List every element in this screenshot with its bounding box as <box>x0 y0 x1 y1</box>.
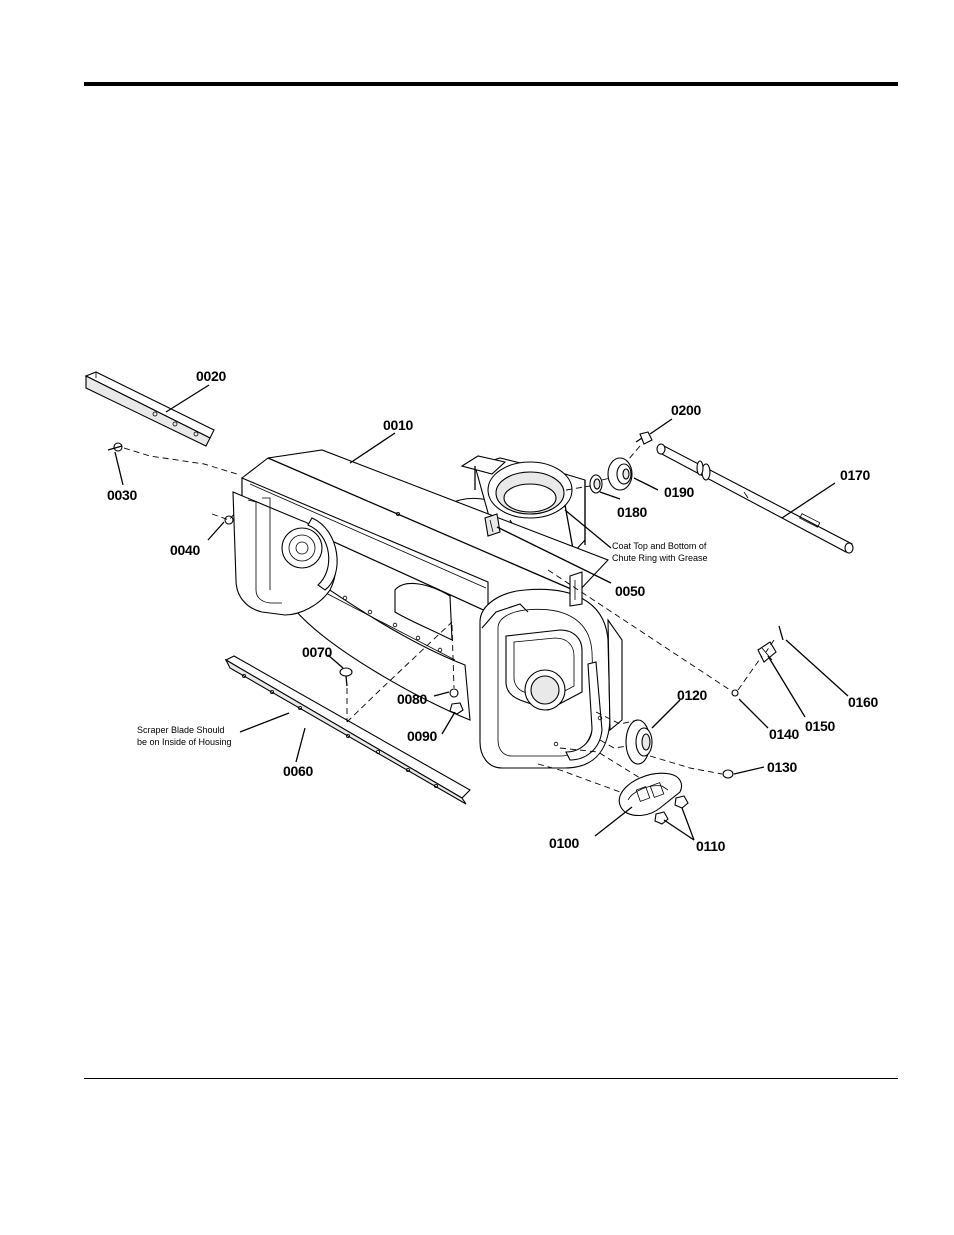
part-0190-flange <box>602 458 632 490</box>
scraper-note-line2: be on Inside of Housing <box>137 737 232 747</box>
label-0130: 0130 <box>767 759 797 775</box>
part-0010-housing <box>233 450 622 768</box>
label-0150: 0150 <box>805 718 835 734</box>
part-0020-strip <box>86 372 214 446</box>
label-0100: 0100 <box>549 835 579 851</box>
label-0160: 0160 <box>848 694 878 710</box>
bottom-rule <box>84 1078 898 1079</box>
label-0180: 0180 <box>617 504 647 520</box>
label-0070: 0070 <box>302 644 332 660</box>
label-0010: 0010 <box>383 417 413 433</box>
grease-note-line2: Chute Ring with Grease <box>612 553 708 563</box>
label-0020: 0020 <box>196 368 226 384</box>
part-0150-keeper <box>738 642 776 690</box>
label-0090: 0090 <box>407 728 437 744</box>
label-0030: 0030 <box>107 487 137 503</box>
part-0030-bolt <box>108 443 237 474</box>
label-0110: 0110 <box>696 838 726 854</box>
label-0190: 0190 <box>664 484 694 500</box>
part-0050-bracket <box>485 514 500 536</box>
grease-note-line1: Coat Top and Bottom of <box>612 541 707 551</box>
label-0120: 0120 <box>677 687 707 703</box>
label-0080: 0080 <box>397 691 427 707</box>
part-0200-bolt <box>628 432 652 460</box>
label-0140: 0140 <box>769 726 799 742</box>
label-0170: 0170 <box>840 467 870 483</box>
label-0060: 0060 <box>283 763 313 779</box>
scraper-note-line1: Scraper Blade Should <box>137 725 225 735</box>
label-0200: 0200 <box>671 402 701 418</box>
label-0040: 0040 <box>170 542 200 558</box>
label-0050: 0050 <box>615 583 645 599</box>
